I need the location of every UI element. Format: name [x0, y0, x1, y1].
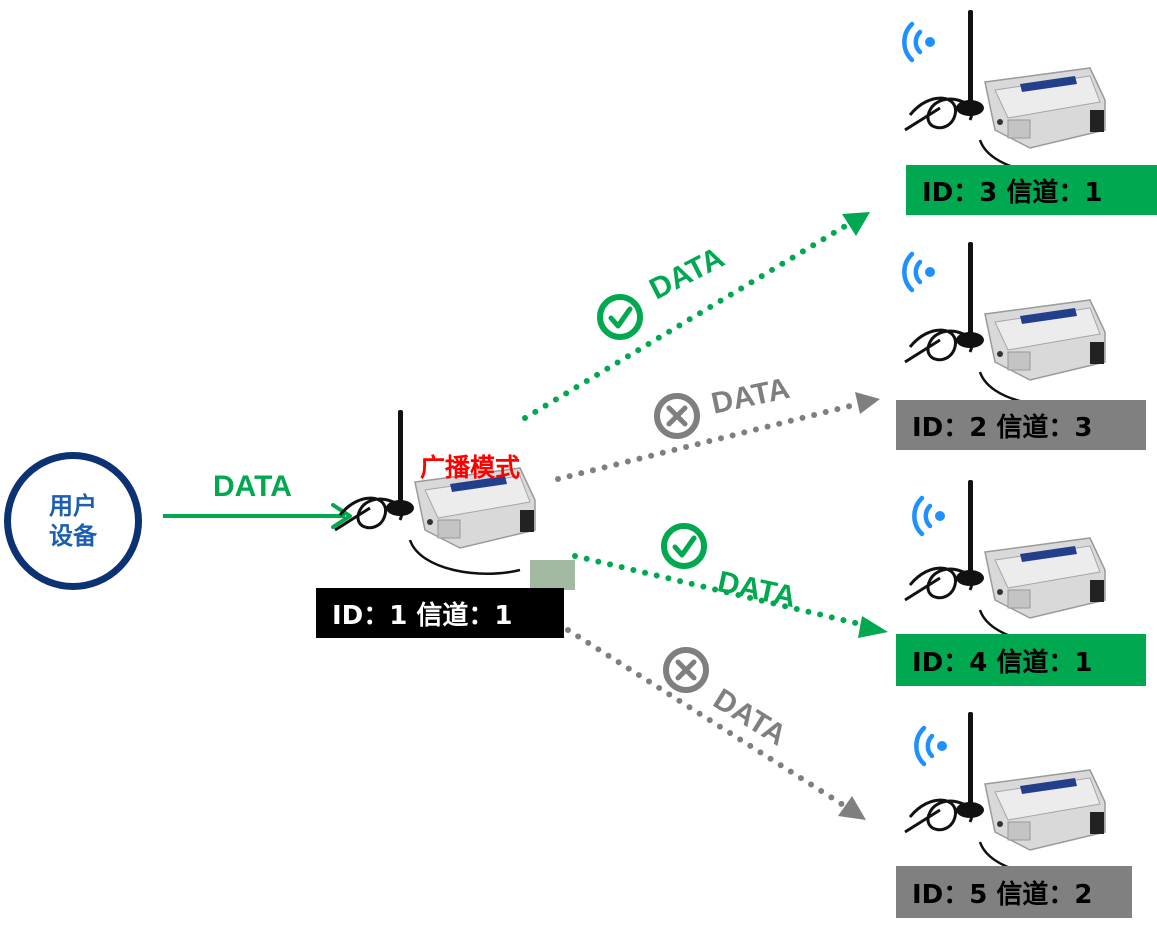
receiver-radio-module-icon: [903, 240, 1107, 408]
wifi-icon: [916, 728, 947, 764]
receiver-id-label: ID：4 信道：1: [896, 634, 1146, 686]
link-arrow-to-id2: [555, 392, 880, 482]
wifi-icon: [904, 24, 935, 60]
receiver-id-label: ID：2 信道：3: [896, 400, 1146, 450]
link-arrow-to-id4: [572, 553, 888, 638]
input-arrow: [163, 503, 352, 529]
receiver-radio-module-icon: [903, 710, 1107, 878]
user-device-label-line2: 设备: [49, 522, 97, 550]
receiver-id-label: ID：5 信道：2: [896, 866, 1132, 918]
x-circle-icon: [654, 393, 700, 439]
sender-id-label: ID：1 信道：1: [316, 588, 564, 638]
broadcast-mode-label: 广播模式: [420, 453, 521, 482]
wifi-icon: [914, 498, 945, 534]
check-circle-icon: [597, 294, 643, 340]
link-arrow-to-id5: [565, 627, 866, 820]
link-arrow-to-id3: [522, 212, 870, 421]
check-circle-icon: [661, 523, 707, 569]
user-device-label-line1: 用户: [49, 492, 97, 520]
receiver-id-label: ID：3 信道：1: [906, 165, 1157, 215]
input-data-label: DATA: [213, 470, 292, 503]
receiver-radio-module-icon: [903, 478, 1107, 646]
user-device-node: 用户 设备: [4, 452, 142, 590]
sender-radio-module-icon: [333, 408, 575, 590]
wifi-icon: [904, 254, 935, 290]
receiver-radio-module-icon: [903, 8, 1107, 176]
x-circle-icon: [663, 647, 709, 693]
